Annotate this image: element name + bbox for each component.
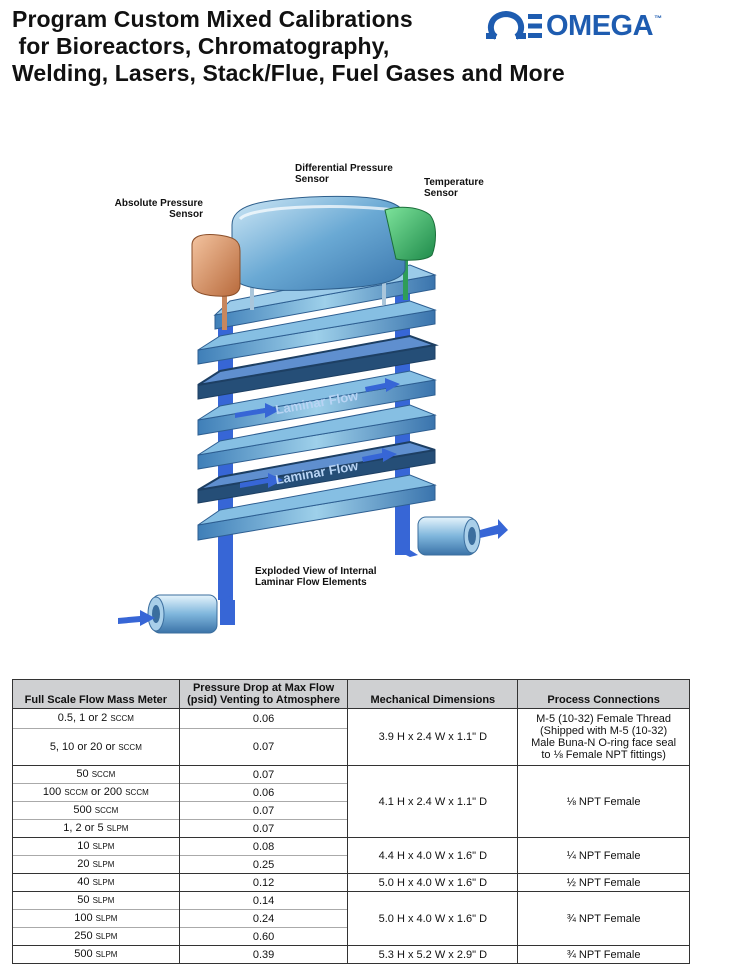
- title-line-3: Welding, Lasers, Stack/Flue, Fuel Gases …: [12, 60, 565, 86]
- logo-trademark: ™: [654, 14, 663, 23]
- laminar-flow-illustration: Laminar Flow Laminar Flow: [118, 195, 508, 634]
- table-row: 50 SCCM 0.07 4.1 H x 2.4 W x 1.1" D ⅛ NP…: [12, 765, 690, 838]
- dims-group-3: 4.4 H x 4.0 W x 1.6" D: [347, 837, 519, 874]
- dims-group-5: 5.0 H x 4.0 W x 1.6" D: [347, 891, 519, 946]
- table-row: 50 SLPM 0.14 5.0 H x 4.0 W x 1.6" D ¾ NP…: [12, 891, 690, 946]
- absolute-pressure-sensor: [191, 234, 241, 297]
- table-row: 500 SLPM 0.39 5.3 H x 5.2 W x 2.9" D ¾ N…: [12, 945, 690, 964]
- dims-group-4: 5.0 H x 4.0 W x 1.6" D: [347, 873, 519, 892]
- table-row: 500 SCCM 0.07: [12, 801, 690, 820]
- dims-group-6: 5.3 H x 5.2 W x 2.9" D: [347, 945, 519, 964]
- table-row: 10 SLPM 0.08 4.4 H x 4.0 W x 1.6" D ¼ NP…: [12, 837, 690, 874]
- laminar-plates: [197, 264, 439, 541]
- table-row: 100 SLPM 0.24: [12, 909, 690, 928]
- outlet-fitting: [396, 516, 508, 557]
- exploded-view-diagram: Laminar Flow Laminar Flow: [100, 155, 520, 645]
- callout-differential-pressure: Differential Pressure Sensor: [295, 163, 393, 185]
- specifications-table: Full Scale Flow Mass Meter Pressure Drop…: [12, 679, 690, 964]
- header-flow: Full Scale Flow Mass Meter: [12, 679, 180, 709]
- conn-group-6: ¾ NPT Female: [517, 945, 690, 964]
- table-row: 0.5, 1 or 2 SCCM 0.06 3.9 H x 2.4 W x 1.…: [12, 708, 690, 766]
- table-row: 20 SLPM 0.25: [12, 855, 690, 874]
- conn-group-2: ⅛ NPT Female: [517, 765, 690, 838]
- table-row: 250 SLPM 0.60: [12, 927, 690, 946]
- logo-text: OMEGA: [546, 9, 654, 42]
- omega-logo-icon: [486, 11, 542, 40]
- dims-group-2: 4.1 H x 2.4 W x 1.1" D: [347, 765, 519, 838]
- callout-absolute-pressure: Absolute Pressure Sensor: [114, 198, 203, 220]
- header-dimensions: Mechanical Dimensions: [347, 679, 519, 709]
- flow-arrows: [235, 378, 400, 488]
- differential-pressure-sensor: [231, 195, 406, 291]
- header-pressure-drop: Pressure Drop at Max Flow (psid) Venting…: [178, 679, 349, 709]
- table-header-row: Full Scale Flow Mass Meter Pressure Drop…: [12, 679, 690, 709]
- table-row: 5, 10 or 20 or SCCM 0.07: [12, 728, 690, 766]
- header-connections: Process Connections: [517, 679, 690, 709]
- page-title: Program Custom Mixed Calibrations for Bi…: [12, 6, 565, 87]
- conn-group-4: ½ NPT Female: [517, 873, 690, 892]
- conn-group-5: ¾ NPT Female: [517, 891, 690, 946]
- title-line-2: for Bioreactors, Chromatography,: [12, 33, 390, 59]
- table-row: 100 SCCM or 200 SCCM 0.06: [12, 783, 690, 802]
- inlet-fitting: [118, 594, 235, 634]
- callout-temperature: Temperature Sensor: [424, 177, 484, 199]
- table-row: 40 SLPM 0.12 5.0 H x 4.0 W x 1.6" D ½ NP…: [12, 873, 690, 892]
- callout-exploded-view: Exploded View of Internal Laminar Flow E…: [255, 566, 377, 588]
- table-row: 1, 2 or 5 SLPM 0.07: [12, 819, 690, 838]
- temperature-sensor: [384, 206, 436, 261]
- title-line-1: Program Custom Mixed Calibrations: [12, 6, 413, 32]
- omega-logo: OMEGA ™: [486, 8, 686, 44]
- dims-group-1: 3.9 H x 2.4 W x 1.1" D: [347, 708, 519, 766]
- conn-group-3: ¼ NPT Female: [517, 837, 690, 874]
- conn-group-1: M-5 (10-32) Female Thread (Shipped with …: [517, 708, 690, 766]
